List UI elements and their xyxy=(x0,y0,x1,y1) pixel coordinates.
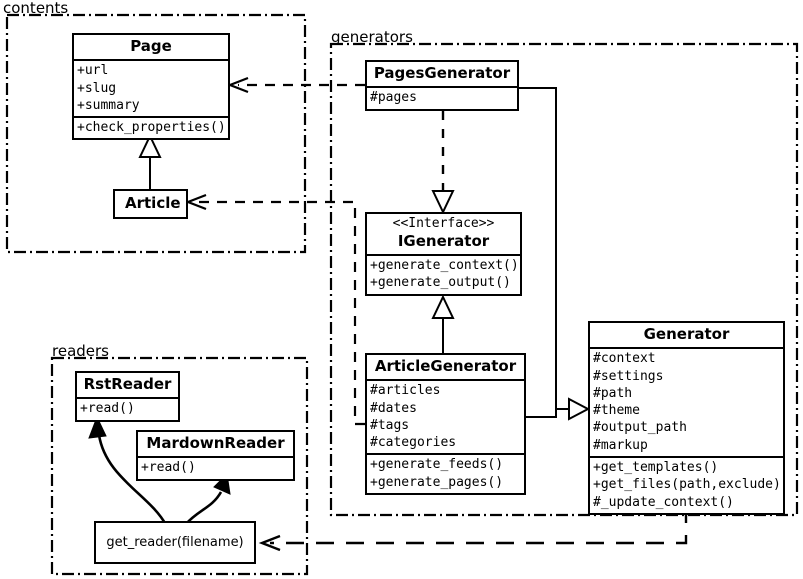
class-operation: +get_templates() xyxy=(593,459,719,475)
class-operations-igenerator: +generate_context() +generate_output() xyxy=(367,254,520,294)
class-operation: +generate_output() xyxy=(370,275,511,291)
class-attribute: #dates xyxy=(370,400,417,416)
class-operations-generator: +get_templates() +get_files(path,exclude… xyxy=(590,455,783,513)
hollow-triangle-arrowhead-page xyxy=(138,133,162,158)
class-operation: +generate_pages() xyxy=(370,474,504,490)
class-operation: +check_properties() xyxy=(77,120,226,136)
class-attribute: #pages xyxy=(370,90,417,106)
class-name-pagesgenerator: PagesGenerator xyxy=(373,64,511,82)
class-attributes-pagesgenerator: #pages xyxy=(367,86,517,108)
class-operation: #_update_context() xyxy=(593,494,734,510)
class-operation: +generate_feeds() xyxy=(370,457,504,473)
edge-pagesgenerator-to-generator xyxy=(519,87,569,410)
class-attributes-generator: #context #settings #path #theme #output_… xyxy=(590,347,783,456)
class-name-generator: Generator xyxy=(643,325,730,343)
class-operations-articlegenerator: +generate_feeds() +generate_pages() xyxy=(367,453,524,493)
class-operation: +read() xyxy=(80,401,135,417)
class-operation: +get_files(path,exclude) xyxy=(593,477,781,493)
class-name-article: Article xyxy=(125,194,181,212)
class-box-rstreader[interactable]: RstReader +read() xyxy=(75,371,180,422)
edge-getreader-to-mardownreader xyxy=(185,491,223,525)
class-attributes-articlegenerator: #articles #dates #tags #categories xyxy=(367,379,524,453)
class-attribute: #output_path xyxy=(593,420,687,436)
class-attribute: +url xyxy=(77,63,109,79)
class-attribute: #theme xyxy=(593,403,640,419)
class-box-pagesgenerator[interactable]: PagesGenerator #pages xyxy=(365,60,519,111)
class-attribute: #settings xyxy=(593,368,664,384)
class-stereotype-igenerator: <<Interface>> xyxy=(392,216,495,231)
open-arrowhead-page-dependency xyxy=(226,76,249,94)
package-frame-generators xyxy=(329,42,799,517)
class-box-generator[interactable]: Generator #context #settings #path #them… xyxy=(588,321,785,515)
filled-arrowhead-rstreader xyxy=(88,415,107,439)
class-box-mardownreader[interactable]: MardownReader +read() xyxy=(136,430,295,481)
class-attribute: #categories xyxy=(370,435,457,451)
package-label-readers: readers xyxy=(52,342,109,360)
edge-generator-depends-getreader xyxy=(270,505,688,545)
edge-articlegenerator-to-generator xyxy=(526,409,557,418)
open-arrowhead-getreader-dependency xyxy=(258,534,281,552)
hollow-triangle-arrowhead-generator xyxy=(568,397,591,421)
class-attribute: +slug xyxy=(77,80,117,96)
edge-getreader-to-rstreader xyxy=(97,434,168,526)
class-attribute: #markup xyxy=(593,437,648,453)
class-attribute: #context xyxy=(593,351,656,367)
package-label-contents: contents xyxy=(3,0,69,17)
class-attribute: #articles xyxy=(370,383,441,399)
package-frame-readers xyxy=(50,356,309,576)
class-attribute: #path xyxy=(593,385,633,401)
class-name-page: Page xyxy=(130,37,172,55)
open-arrowhead-article-dependency xyxy=(184,193,207,211)
hollow-triangle-arrowhead-igenerator-generalization xyxy=(431,294,455,319)
class-name-rstreader: RstReader xyxy=(83,375,172,393)
class-attribute: #tags xyxy=(370,417,410,433)
class-box-article[interactable]: Article xyxy=(113,189,188,220)
class-operations-rstreader: +read() xyxy=(77,397,178,419)
package-frame-contents xyxy=(5,13,307,254)
class-operation: +generate_context() xyxy=(370,258,519,274)
class-name-articlegenerator: ArticleGenerator xyxy=(374,357,517,375)
class-operation: +read() xyxy=(141,460,196,476)
edge-articlegenerator-depends-article xyxy=(196,200,365,426)
class-box-igenerator[interactable]: <<Interface>> IGenerator +generate_conte… xyxy=(365,212,522,296)
class-box-articlegenerator[interactable]: ArticleGenerator #articles #dates #tags … xyxy=(365,353,526,495)
class-name-mardownreader: MardownReader xyxy=(146,434,285,452)
hollow-triangle-arrowhead-igenerator-realization xyxy=(431,190,455,215)
class-name-igenerator: IGenerator xyxy=(397,231,490,250)
class-attributes-page: +url +slug +summary xyxy=(74,59,228,116)
class-attribute: +summary xyxy=(77,97,140,113)
package-label-generators: generators xyxy=(331,28,413,46)
function-label-get-reader: get_reader(filename) xyxy=(106,535,244,550)
function-box-get-reader[interactable]: get_reader(filename) xyxy=(94,521,256,564)
class-box-page[interactable]: Page +url +slug +summary +check_properti… xyxy=(72,33,230,141)
class-operations-mardownreader: +read() xyxy=(138,456,293,478)
class-operations-page: +check_properties() xyxy=(74,116,228,138)
